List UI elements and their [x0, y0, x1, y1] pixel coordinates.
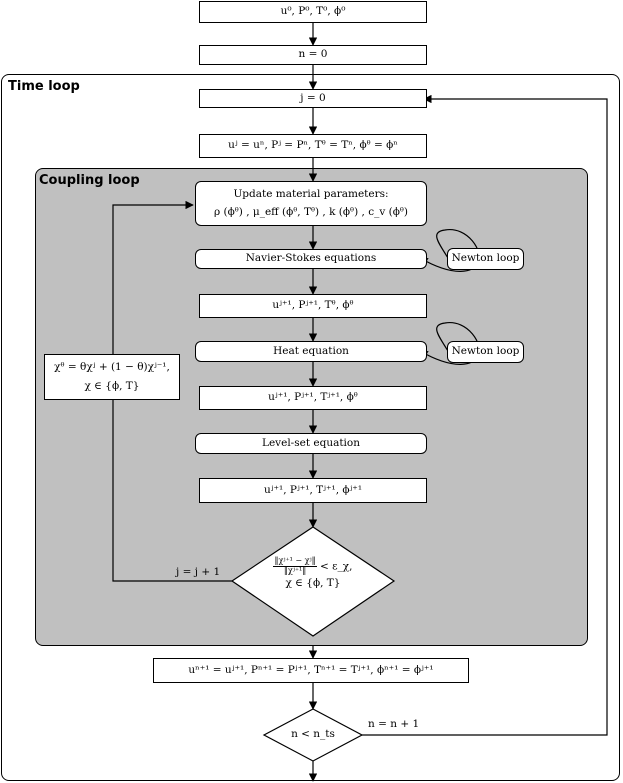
coupling-loop-label: Coupling loop [39, 173, 140, 188]
convergence-criterion: ‖χʲ⁺¹ − χʲ‖‖χʲ⁺¹‖ < ε_χ, χ ∈ {ϕ, T} [253, 556, 373, 591]
convergence-rhs: < ε_χ, [319, 560, 353, 573]
arrow-time-feedback [362, 94, 608, 736]
state-after-ns-box: uʲ⁺¹, Pʲ⁺¹, Tᶿ, ϕᶿ [199, 294, 427, 318]
time-loop-label: Time loop [8, 79, 80, 94]
relaxation-formula: χᶿ = θχʲ + (1 − θ)χʲ⁻¹, [54, 361, 170, 374]
state-after-heat-box: uʲ⁺¹, Pʲ⁺¹, Tʲ⁺¹, ϕᶿ [199, 386, 427, 410]
final-assign-box: uⁿ⁺¹ = uʲ⁺¹, Pⁿ⁺¹ = Pʲ⁺¹, Tⁿ⁺¹ = Tʲ⁺¹, ϕ… [153, 658, 469, 683]
level-set-box: Level-set equation [195, 433, 427, 454]
n-zero-box: n = 0 [199, 45, 427, 65]
newton-loop-box-1: Newton loop [447, 248, 524, 270]
newton-loop-arc-1 [419, 229, 480, 272]
convergence-diamond [230, 526, 396, 637]
heat-equation-box: Heat equation [195, 341, 427, 362]
relaxation-set: χ ∈ {ϕ, T} [84, 379, 140, 392]
time-check-label: n < n_ts [291, 728, 335, 740]
newton-loop-box-2: Newton loop [447, 341, 524, 363]
state-after-ls-box: uʲ⁺¹, Pʲ⁺¹, Tʲ⁺¹, ϕʲ⁺¹ [199, 478, 427, 503]
update-material-box: Update material parameters: ρ (ϕᶿ) , μ_e… [195, 181, 427, 226]
j-zero-box: j = 0 [199, 89, 427, 108]
n-increment-label: n = n + 1 [368, 718, 420, 730]
j-increment-label: j = j + 1 [176, 566, 221, 578]
init-box: u⁰, P⁰, T⁰, ϕ⁰ [199, 1, 427, 23]
convergence-line2: χ ∈ {ϕ, T} [285, 576, 341, 589]
newton-loop-arc-2 [419, 322, 480, 365]
time-check-diamond [262, 708, 364, 762]
update-title: Update material parameters: [233, 188, 389, 201]
relaxation-box: χᶿ = θχʲ + (1 − θ)χʲ⁻¹, χ ∈ {ϕ, T} [44, 354, 180, 400]
convergence-fraction: ‖χʲ⁺¹ − χʲ‖‖χʲ⁺¹‖ [273, 556, 317, 575]
convergence-line1: ‖χʲ⁺¹ − χʲ‖‖χʲ⁺¹‖ < ε_χ, [253, 556, 373, 576]
navier-stokes-box: Navier-Stokes equations [195, 249, 427, 269]
update-params: ρ (ϕᶿ) , μ_eff (ϕᶿ, Tᶿ) , k (ϕᶿ) , c_v (… [213, 205, 409, 218]
assign-j-box: uʲ = uⁿ, Pʲ = Pⁿ, Tᶿ = Tⁿ, ϕᶿ = ϕⁿ [199, 134, 427, 158]
